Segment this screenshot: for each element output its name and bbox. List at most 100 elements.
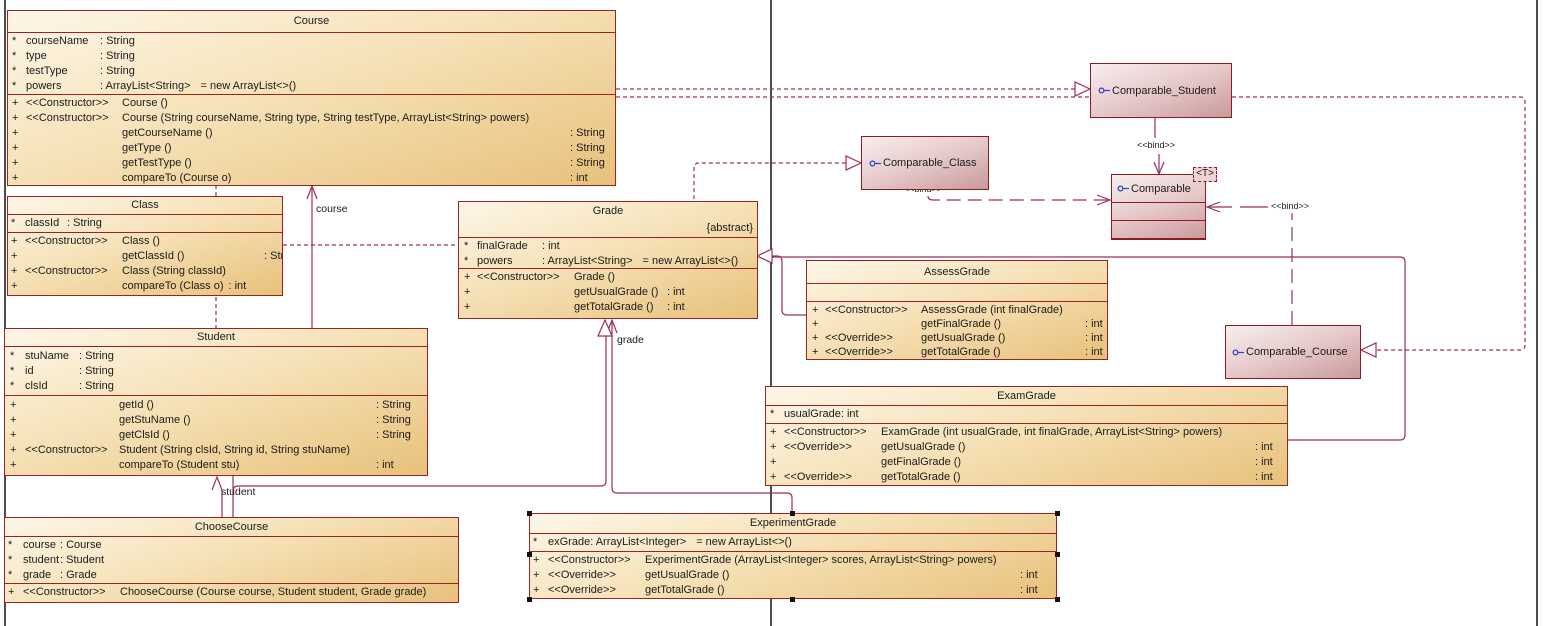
attribute-type: : ArrayList<String>: [100, 80, 191, 92]
initial-value: = new ArrayList<>(): [696, 536, 792, 548]
operation-row[interactable]: +<<Constructor>>Grade (): [459, 270, 757, 285]
resize-handle-left[interactable]: [527, 552, 532, 557]
visibility-marker: +: [812, 318, 819, 330]
class-experimentgrade[interactable]: ExperimentGrade *exGrade: ArrayList<Inte…: [529, 513, 1057, 599]
attribute-row[interactable]: *grade: Grade: [5, 568, 458, 583]
operation-row[interactable]: +<<Constructor>>ExamGrade (int usualGrad…: [766, 425, 1287, 440]
operation-row[interactable]: +compareTo (Class o): int: [8, 279, 282, 294]
visibility-marker: *: [770, 408, 775, 420]
operation-signature: getTotalGrade (): [921, 346, 1001, 358]
interface-comparable-class[interactable]: Comparable_Class: [861, 136, 989, 190]
realization-course-comparable-course[interactable]: [616, 96, 1526, 351]
attribute-name: type: [26, 50, 47, 62]
operation-row[interactable]: +getCourseName (): String: [8, 126, 615, 141]
return-type: : String: [570, 157, 605, 169]
stereotype: <<Constructor>>: [784, 426, 867, 438]
visibility-marker: +: [464, 271, 471, 283]
attributes-compartment: *usualGrade: int: [766, 406, 1287, 424]
attribute-row[interactable]: *stuName: String: [5, 349, 427, 364]
interface-comparable-course[interactable]: Comparable_Course: [1225, 325, 1361, 379]
operation-row[interactable]: +getClsId (): String: [5, 428, 427, 443]
bind-comparable-class-comparable[interactable]: [927, 195, 1109, 201]
stereotype: <<Constructor>>: [825, 304, 908, 316]
attribute-row[interactable]: *usualGrade: int: [766, 407, 1287, 422]
class-student[interactable]: Student *stuName: String*id: String*clsI…: [4, 328, 428, 476]
operation-row[interactable]: +<<Constructor>>Course (String courseNam…: [8, 111, 615, 126]
interface-comparable-student[interactable]: Comparable_Student: [1090, 63, 1232, 118]
resize-handle-top[interactable]: [790, 511, 795, 516]
attribute-row[interactable]: *type: String: [8, 49, 615, 64]
operation-row[interactable]: +getStuName (): String: [5, 413, 427, 428]
class-grade[interactable]: Grade {abstract} *finalGrade: int*powers…: [458, 201, 758, 319]
operation-row[interactable]: +<<Constructor>>Class (String classId): [8, 264, 282, 279]
class-assessgrade[interactable]: AssessGrade +<<Constructor>>AssessGrade …: [806, 260, 1108, 360]
class-course[interactable]: Course *courseName: String*type: String*…: [7, 10, 616, 186]
visibility-marker: +: [12, 172, 19, 184]
association-choosecourse-student[interactable]: [221, 476, 234, 517]
operation-row[interactable]: +getType (): String: [8, 141, 615, 156]
resize-handle-right[interactable]: [1055, 552, 1060, 557]
operation-row[interactable]: +<<Override>>getTotalGrade (): int: [766, 470, 1287, 485]
operation-row[interactable]: +getFinalGrade (): int: [807, 317, 1107, 331]
operation-row[interactable]: +<<Override>>getTotalGrade (): int: [807, 345, 1107, 359]
resize-handle-bottom[interactable]: [790, 597, 795, 602]
operations-compartment: +<<Constructor>>Course ()+<<Constructor>…: [8, 95, 615, 187]
stereotype: [25, 458, 119, 473]
operation-signature: getTotalGrade (): [645, 584, 725, 596]
operations-compartment: +<<Constructor>>ChooseCourse (Course cou…: [5, 584, 458, 602]
return-type: : int: [1085, 332, 1103, 344]
attribute-row[interactable]: *testType: String: [8, 64, 615, 79]
operation-row[interactable]: +getUsualGrade (): int: [459, 285, 757, 300]
operation-row[interactable]: +<<Constructor>>AssessGrade (int finalGr…: [807, 303, 1107, 317]
operation-row[interactable]: +getTotalGrade (): int: [459, 300, 757, 315]
attribute-row[interactable]: *classId: String: [8, 216, 282, 231]
attribute-row[interactable]: *clsId: String: [5, 379, 427, 394]
attributes-compartment: [807, 284, 1107, 302]
operation-row[interactable]: +<<Constructor>>Course (): [8, 96, 615, 111]
return-type: : String: [264, 250, 282, 262]
visibility-marker: +: [12, 112, 19, 124]
resize-handle-bottom-right[interactable]: [1055, 597, 1060, 602]
bind-comparable-student-comparable[interactable]: [1154, 118, 1160, 174]
attribute-row[interactable]: *id: String: [5, 364, 427, 379]
operation-row[interactable]: +compareTo (Course o): int: [8, 171, 615, 186]
class-class[interactable]: Class *classId: String +<<Constructor>>C…: [7, 196, 283, 296]
operation-row[interactable]: +<<Override>>getTotalGrade (): int: [530, 583, 1056, 598]
attribute-row[interactable]: *course: Course: [5, 538, 458, 553]
attribute-row[interactable]: *courseName: String: [8, 34, 615, 49]
attribute-row[interactable]: *powers: ArrayList<String>= new ArrayLis…: [8, 79, 615, 94]
attributes-compartment: *course: Course*student: Student*grade: …: [5, 537, 458, 584]
visibility-marker: +: [533, 569, 540, 581]
interface-lollipop-icon: [1117, 185, 1129, 192]
association-choosecourse-grade[interactable]: [232, 336, 607, 492]
class-choosecourse[interactable]: ChooseCourse *course: Course*student: St…: [4, 517, 459, 603]
operation-row[interactable]: +getFinalGrade (): int: [766, 455, 1287, 470]
generalization-assessgrade-grade[interactable]: [772, 255, 806, 316]
resize-handle-top-left[interactable]: [527, 511, 532, 516]
attribute-row[interactable]: *student: Student: [5, 553, 458, 568]
attribute-row[interactable]: *finalGrade: int: [459, 239, 757, 254]
operation-row[interactable]: +<<Override>>getUsualGrade (): int: [766, 440, 1287, 455]
operation-row[interactable]: +getClassId (): String: [8, 249, 282, 264]
attribute-name: powers: [26, 80, 62, 92]
generalization-examgrade-grade[interactable]: [772, 256, 1406, 441]
operation-row[interactable]: +<<Constructor>>Student (String clsId, S…: [5, 443, 427, 458]
attribute-row[interactable]: *powers: ArrayList<String>= new ArrayLis…: [459, 254, 757, 268]
operation-row[interactable]: +getId (): String: [5, 398, 427, 413]
operation-row[interactable]: +<<Constructor>>ExperimentGrade (ArrayLi…: [530, 553, 1056, 568]
attribute-name: course: [23, 539, 57, 551]
operation-row[interactable]: +getTestType (): String: [8, 156, 615, 171]
visibility-marker: +: [812, 332, 819, 344]
class-examgrade[interactable]: ExamGrade *usualGrade: int +<<Constructo…: [765, 386, 1288, 486]
attribute-row[interactable]: *exGrade: ArrayList<Integer>= new ArrayL…: [530, 535, 1056, 550]
operation-row[interactable]: +<<Constructor>>Class (): [8, 234, 282, 249]
interface-name: Comparable_Student: [1112, 84, 1216, 97]
resize-handle-bottom-left[interactable]: [527, 597, 532, 602]
operation-row[interactable]: +<<Override>>getUsualGrade (): int: [530, 568, 1056, 583]
operation-row[interactable]: +<<Override>>getUsualGrade (): int: [807, 331, 1107, 345]
generalization-experimentgrade-grade[interactable]: [611, 321, 793, 513]
resize-handle-top-right[interactable]: [1055, 511, 1060, 516]
operation-row[interactable]: +<<Constructor>>ChooseCourse (Course cou…: [5, 585, 458, 600]
operation-row[interactable]: +compareTo (Student stu): int: [5, 458, 427, 473]
interface-comparable[interactable]: Comparable <T>: [1111, 167, 1217, 240]
